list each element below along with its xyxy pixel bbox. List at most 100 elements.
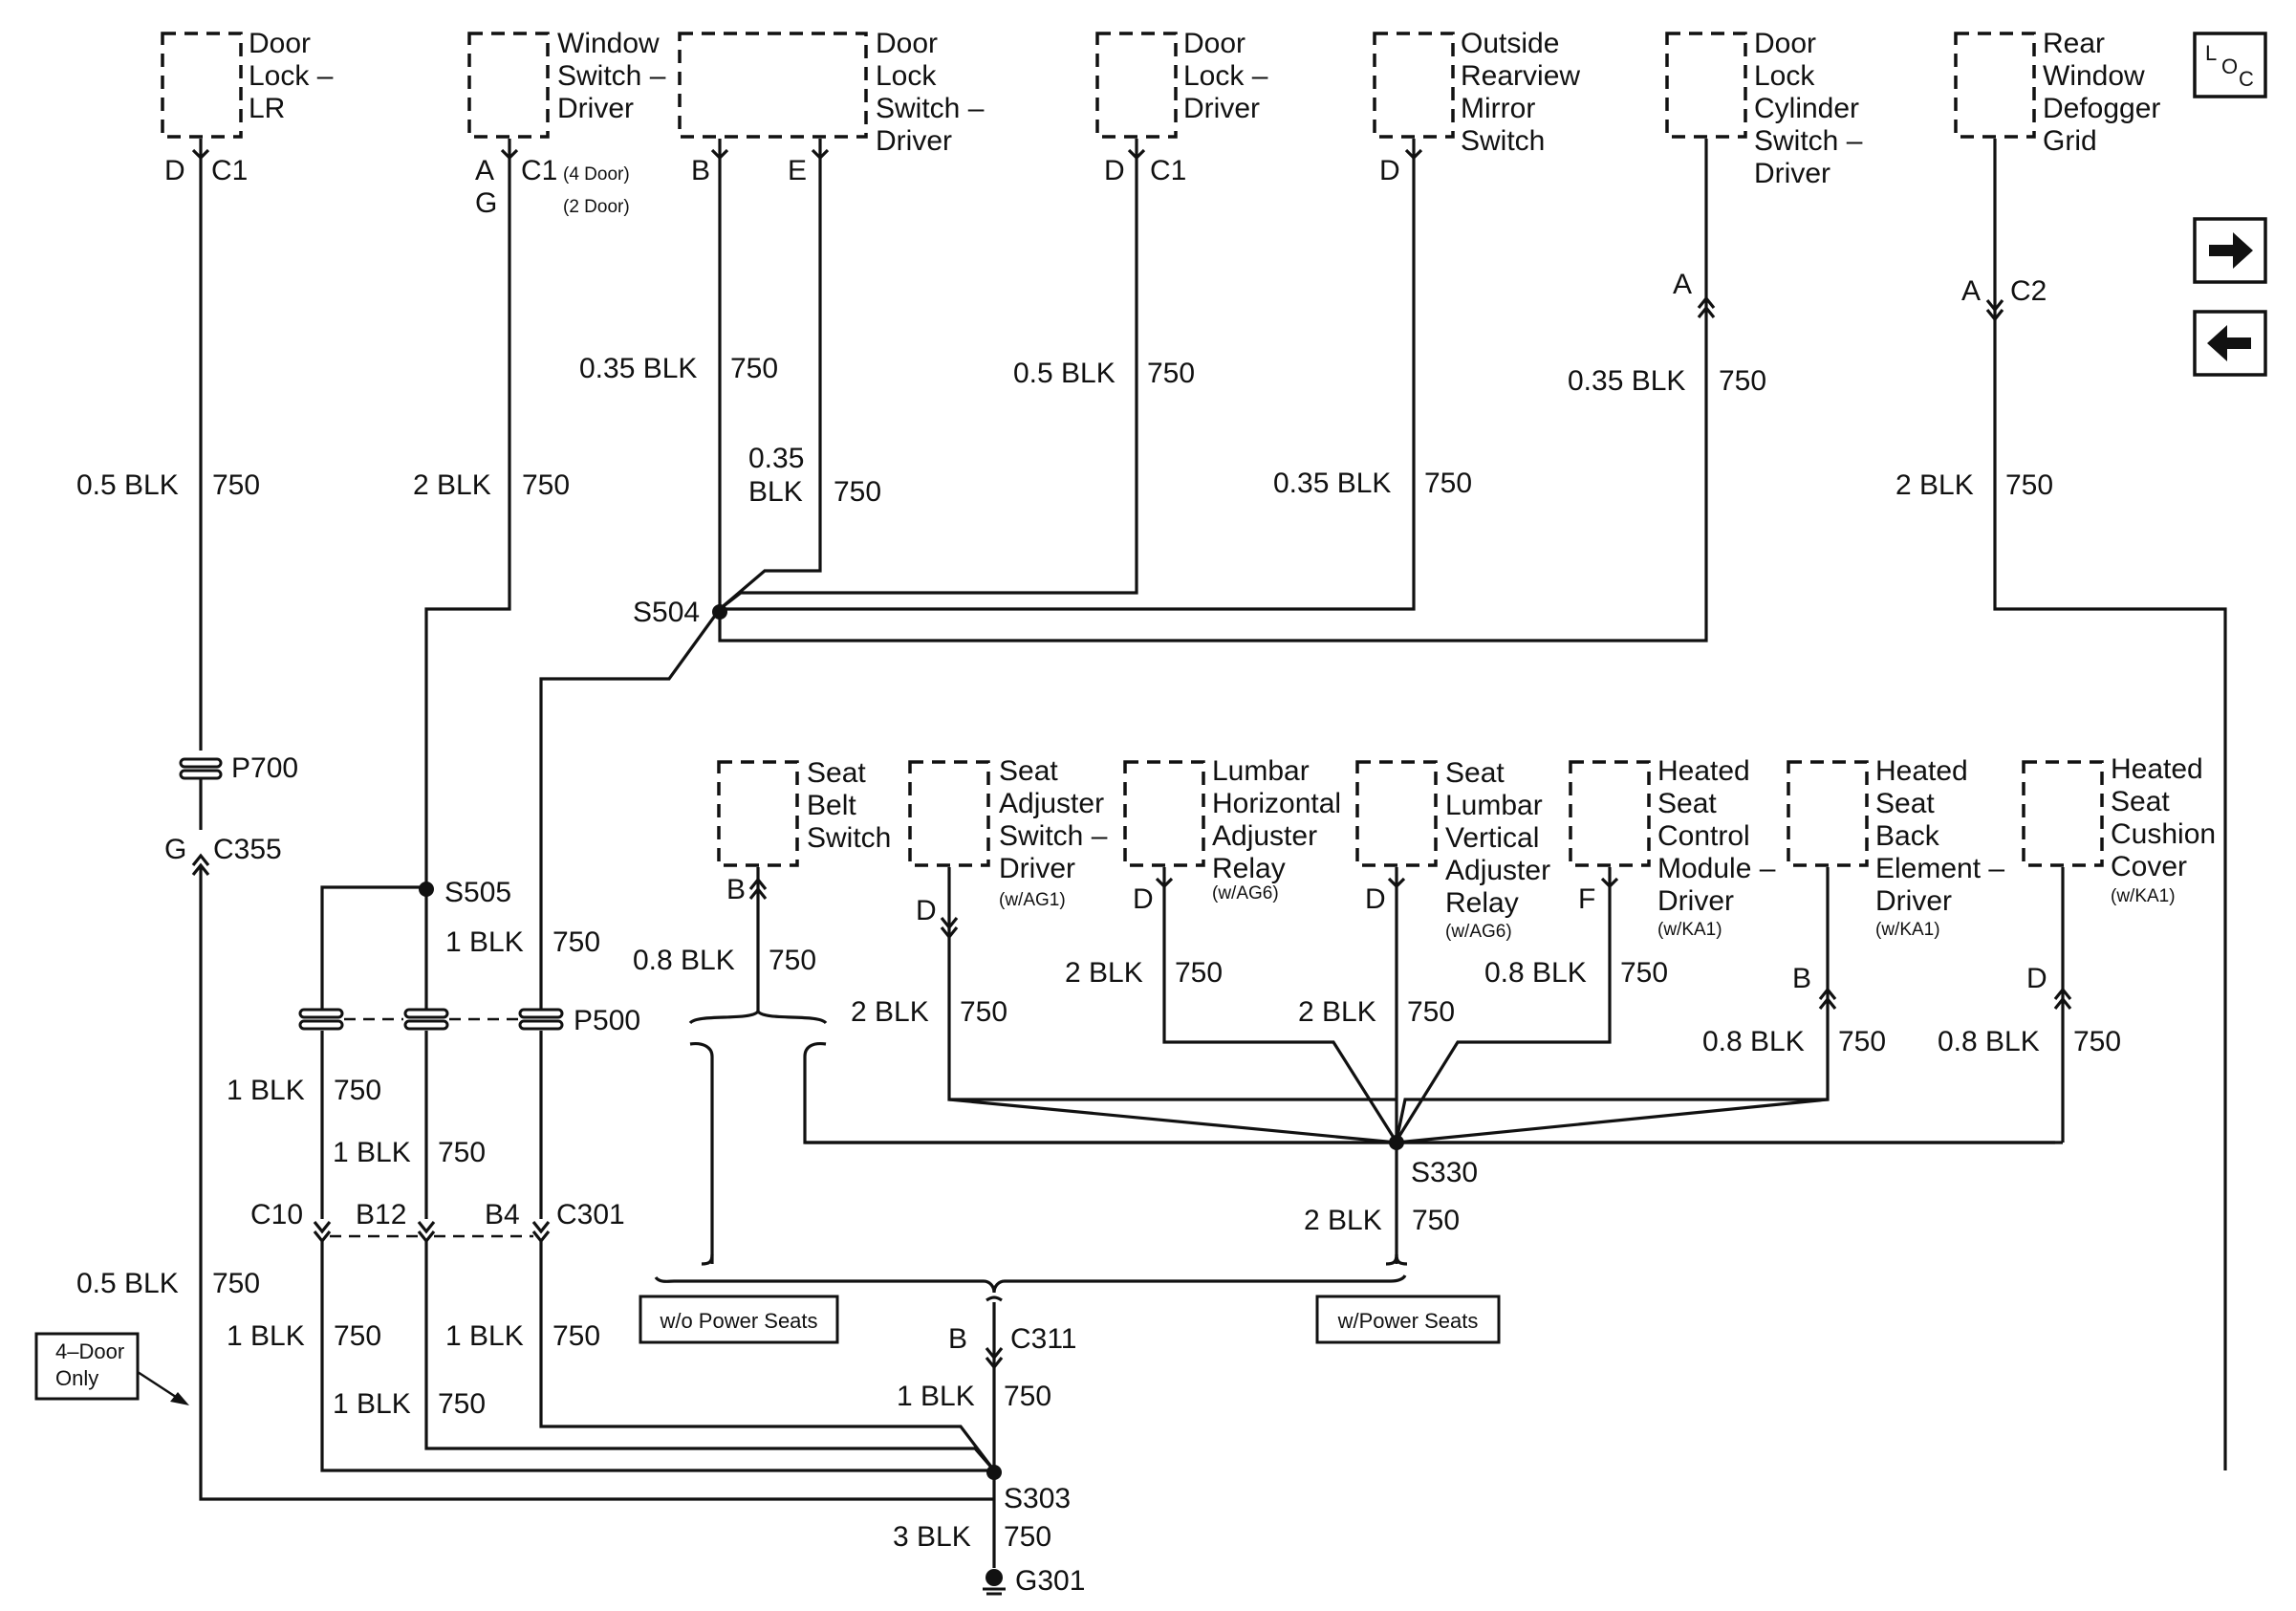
component-label: Seat — [1875, 788, 1935, 819]
component-label: Element – — [1875, 853, 2004, 884]
wire-circuit-label: 750 — [1004, 1381, 1051, 1412]
component-label: Heated — [2111, 753, 2203, 785]
wire-circuit-label: 750 — [1175, 957, 1223, 989]
wire-size-label: 1 BLK — [445, 926, 524, 958]
component-label: Relay — [1445, 887, 1519, 919]
wire-size-label: 0.5 BLK — [1013, 358, 1116, 389]
component-label: Cover — [2111, 851, 2187, 882]
location-button[interactable]: L O C — [2193, 32, 2267, 98]
previous-page-button[interactable] — [2193, 310, 2267, 377]
wire-size-label: 1 BLK — [445, 1320, 524, 1352]
wire-size-label: 1 BLK — [897, 1381, 975, 1412]
splice-label: S303 — [1004, 1483, 1071, 1514]
wire-size-label: 0.8 BLK — [633, 945, 735, 976]
w-power-seats-label: w/Power Seats — [1337, 1309, 1479, 1333]
component-label: Adjuster — [1445, 855, 1550, 886]
wire-circuit-label: 750 — [2005, 469, 2053, 501]
note-label: 4–Door — [55, 1339, 124, 1363]
pin-label: B — [948, 1323, 967, 1355]
component-label: Relay — [1212, 853, 1286, 884]
component-label: Grid — [2043, 125, 2097, 157]
wire-circuit-label: 750 — [334, 1075, 381, 1106]
component-label: Adjuster — [1212, 820, 1317, 852]
component-label: Heated — [1875, 755, 1968, 787]
wire-size-label: 0.35 BLK — [1273, 468, 1391, 499]
component-label: Window — [2043, 60, 2145, 92]
connector-label: C301 — [556, 1199, 625, 1230]
option-label: (w/KA1) — [2111, 886, 2176, 906]
component-label: Mirror — [1461, 93, 1535, 124]
wire-circuit-label: 750 — [438, 1137, 486, 1168]
component-door-lock-lr: Door Lock – LR — [161, 28, 334, 139]
connector-label: C1 — [1150, 155, 1186, 186]
component-rear-window-defogger-grid: Rear Window Defogger Grid — [1954, 28, 2160, 157]
wire-circuit-label: 750 — [212, 469, 260, 501]
component-label: Switch – — [999, 820, 1108, 852]
component-label: Window — [557, 28, 660, 59]
splice-label: S504 — [633, 597, 700, 628]
component-door-lock-cylinder-switch-driver: Door Lock Cylinder Switch – Driver — [1665, 28, 1863, 189]
component-label: Adjuster — [999, 788, 1104, 819]
splice-s330 — [1389, 1135, 1404, 1150]
option-label: (w/KA1) — [1875, 920, 1940, 940]
component-label: Switch – — [876, 93, 985, 124]
component-outside-rearview-mirror-switch: Outside Rearview Mirror Switch — [1373, 28, 1580, 157]
component-label: Driver — [557, 93, 634, 124]
component-heated-seat-back-element-driver: Heated Seat Back Element – Driver (w/KA1… — [1787, 755, 2004, 940]
wire-circuit-label: 750 — [2073, 1026, 2121, 1057]
wire-circuit-label: 750 — [1838, 1026, 1886, 1057]
pin-label: G — [475, 187, 497, 219]
wire-circuit-label: 750 — [522, 469, 570, 501]
option-label: (w/AG6) — [1212, 883, 1279, 903]
connector-label: C1 — [521, 155, 557, 186]
component-label: Switch — [807, 822, 891, 854]
splice-label: S330 — [1411, 1157, 1478, 1188]
wire-circuit-label: 750 — [1424, 468, 1472, 499]
wire-circuit-label: 750 — [960, 996, 1007, 1028]
next-page-button[interactable] — [2193, 217, 2267, 284]
component-label: Seat — [807, 757, 866, 789]
component-label: Horizontal — [1212, 788, 1341, 819]
wire-circuit-label: 750 — [1407, 996, 1455, 1028]
splice-label: S505 — [444, 877, 511, 908]
connector-label: C2 — [2010, 275, 2047, 307]
wire-size-label: 2 BLK — [413, 469, 491, 501]
wire-size-label: 1 BLK — [333, 1388, 411, 1420]
component-label: Defogger — [2043, 93, 2160, 124]
wire-circuit-label: 750 — [730, 353, 778, 384]
pin-label: D — [164, 155, 185, 186]
component-label: Switch – — [557, 60, 666, 92]
component-label: Seat — [999, 755, 1058, 787]
wire-size-label: 0.35 BLK — [1568, 365, 1685, 397]
loc-letter: O — [2221, 54, 2238, 78]
wire-size-label: 2 BLK — [1304, 1205, 1382, 1236]
component-label: Lock – — [1183, 60, 1268, 92]
connector-mark — [191, 853, 210, 866]
component-label: Driver — [876, 125, 952, 157]
wire-circuit-label: 750 — [1719, 365, 1766, 397]
pin-label: D — [1365, 883, 1386, 915]
pin-label: D — [1104, 155, 1125, 186]
component-label: LR — [249, 93, 285, 124]
loc-letter: L — [2205, 41, 2217, 65]
s505-area: S505 1 BLK 750 P500 1 BLK 750 1 BLK 750 … — [76, 877, 996, 1472]
note-label: Only — [55, 1366, 98, 1390]
pin-label: B — [726, 874, 746, 905]
splice-s303 — [986, 1465, 1002, 1480]
component-seat-belt-switch: Seat Belt Switch — [717, 757, 891, 867]
component-label: Lock — [1754, 60, 1815, 92]
component-label: Door — [249, 28, 311, 59]
component-window-switch-driver: Window Switch – Driver — [467, 28, 666, 139]
wire-size-label: 2 BLK — [1895, 469, 1974, 501]
connector-label: C311 — [1010, 1323, 1077, 1355]
component-label: Vertical — [1445, 822, 1539, 854]
pin-label: A — [475, 155, 494, 186]
component-label: Door — [1754, 28, 1816, 59]
component-label: Back — [1875, 820, 1940, 852]
ground-symbol — [986, 1569, 1003, 1586]
component-door-lock-switch-driver: Door Lock Switch – Driver — [678, 28, 985, 157]
arrow-left-icon — [2207, 325, 2251, 361]
component-label: Module – — [1657, 853, 1776, 884]
wire-circuit-label: 750 — [212, 1268, 260, 1299]
